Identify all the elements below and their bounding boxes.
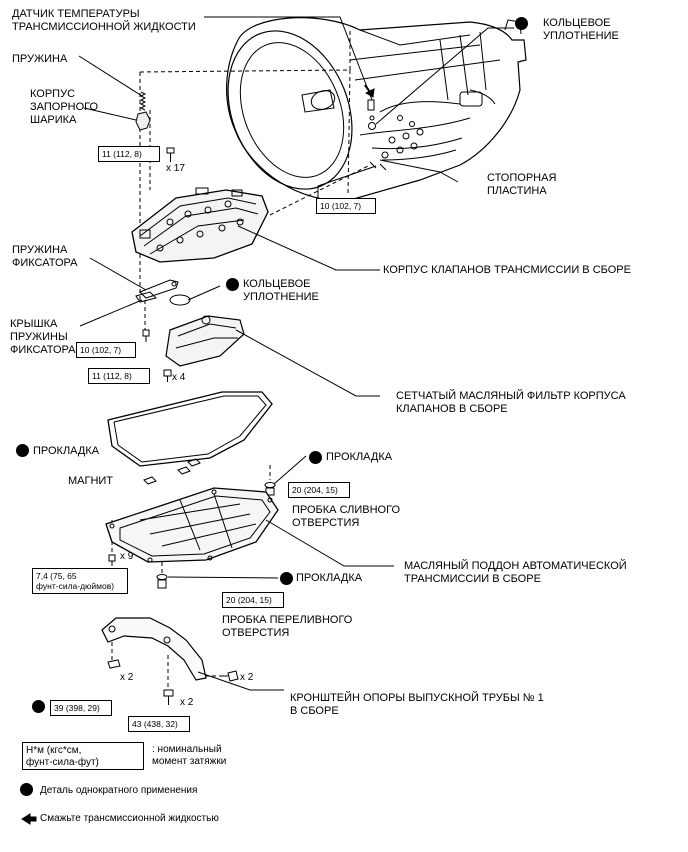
label-gasket-drain: ПРОКЛАДКА [326,451,393,463]
legend-torque-unit-box: Н*м (кгс*см, фунт-сила-фут) [22,742,144,770]
pan-gasket-part [107,391,273,467]
torque-box-74-pan: 7,4 (75, 65 фунт-сила-дюймов) [32,568,128,594]
pan-bolt [108,554,116,566]
label-o-ring-top: КОЛЬЦЕВОЕ УПЛОТНЕНИЕ [543,17,619,42]
torque-box-20-drain: 20 (204, 15) [288,482,350,498]
label-detent-spring: ПРУЖИНА ФИКСАТОРА [12,244,78,269]
detent-spring-part [139,279,179,299]
bracket-fasteners [107,659,239,705]
o-ring-mid-part [169,294,191,306]
count-x2-side: x 2 [240,672,254,683]
bolt-top [166,147,175,162]
non-reusable-marker [280,572,293,585]
torque-box-43-bracket: 43 (438, 32) [128,716,190,732]
check-ball-body-part [135,111,151,131]
non-reusable-marker [309,451,322,464]
label-check-ball-body: КОРПУС ЗАПОРНОГО ШАРИКА [30,88,99,126]
strainer-part [165,315,245,367]
count-x2-bolt: x 2 [180,697,194,708]
torque-box-39-bracket: 39 (398, 29) [50,700,112,716]
torque-box-20-overflow: 20 (204, 15) [222,592,284,608]
non-reusable-marker [515,17,528,30]
non-reusable-marker [16,444,29,457]
legend-arrow-icon [21,813,37,825]
valve-body-part [131,187,269,263]
non-reusable-marker [226,278,239,291]
count-x2-nut: x 2 [120,672,134,683]
label-bracket: КРОНШТЕЙН ОПОРЫ ВЫПУСКНОЙ ТРУБЫ № 1 В СБ… [290,692,544,717]
spring-part [139,91,147,111]
apply-fluid-arrow [364,84,375,98]
label-valve-body-assembly: КОРПУС КЛАПАНОВ ТРАНСМИССИИ В СБОРЕ [383,264,631,276]
label-spring: ПРУЖИНА [12,53,68,65]
label-overflow-plug: ПРОБКА ПЕРЕЛИВНОГО ОТВЕРСТИЯ [222,614,353,639]
leader-lines [78,16,514,691]
label-o-ring-mid: КОЛЬЦЕВОЕ УПЛОТНЕНИЕ [243,278,319,303]
legend-torque-desc: : номинальный момент затяжки [152,744,227,767]
detent-spring-cover-part [135,291,157,303]
bracket-part [101,617,207,681]
count-x9: x 9 [120,551,134,562]
assembly-lines [111,30,371,690]
count-x17: x 17 [166,163,185,174]
torque-box-10-lockplate: 10 (102, 7) [316,198,376,214]
legend-non-reusable-icon [20,783,33,796]
legend-apply-fluid-text: Смажьте трансмиссионной жидкостью [40,813,219,824]
label-detent-spring-cover: КРЫШКА ПРУЖИНЫ ФИКСАТОРА [10,318,76,356]
label-gasket-overflow: ПРОКЛАДКА [296,572,363,584]
overflow-plug-part [156,574,168,589]
torque-box-11-top: 11 (112, 8) [98,146,160,162]
magnets-part [143,458,201,485]
label-fluid-temp-sensor: ДАТЧИК ТЕМПЕРАТУРЫ ТРАНСМИССИОННОЙ ЖИДКО… [12,8,196,33]
label-strainer: СЕТЧАТЫЙ МАСЛЯНЫЙ ФИЛЬТР КОРПУСА КЛАПАНО… [396,390,626,415]
cover-bolt [142,329,150,342]
non-reusable-marker [32,700,45,713]
strainer-bolt [163,369,172,382]
torque-box-11-strainer: 11 (112, 8) [88,368,150,384]
label-oil-pan: МАСЛЯНЫЙ ПОДДОН АВТОМАТИЧЕСКОЙ ТРАНСМИСС… [404,560,627,585]
count-x4: x 4 [172,372,186,383]
label-lock-plate: СТОПОРНАЯ ПЛАСТИНА [487,172,557,197]
transmission-case [226,17,527,202]
torque-box-10-cover: 10 (102, 7) [76,342,136,358]
label-drain-plug: ПРОБКА СЛИВНОГО ОТВЕРСТИЯ [292,504,401,529]
oil-pan-part [105,487,279,563]
label-magnet: МАГНИТ [68,475,114,487]
label-gasket-pan: ПРОКЛАДКА [33,445,100,457]
legend-non-reusable-text: Деталь однократного применения [40,785,198,796]
